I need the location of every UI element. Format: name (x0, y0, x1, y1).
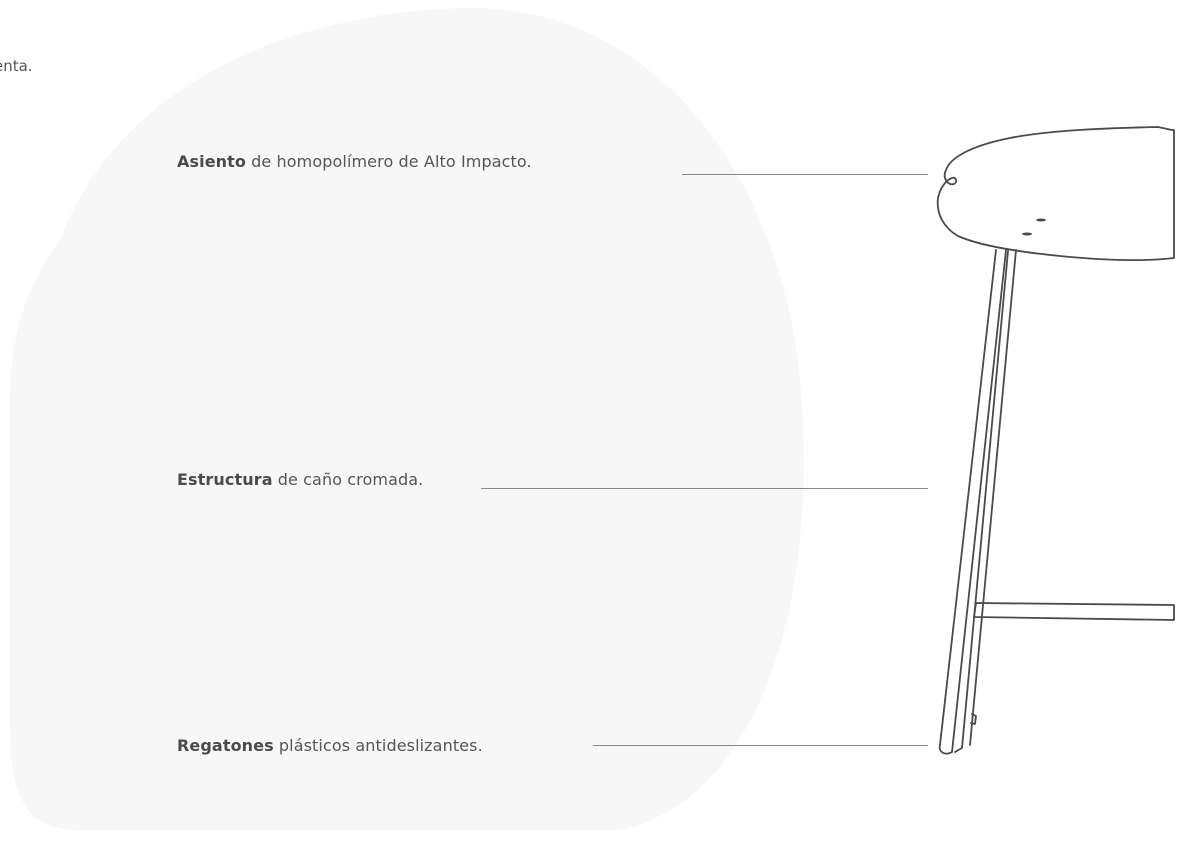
callout-structure-title: Estructura (177, 470, 273, 489)
feet-leader-line (593, 745, 928, 746)
seat-hole-upper (1036, 218, 1046, 222)
intro-text-fragment: enta. (0, 57, 33, 75)
callout-feet-title: Regatones (177, 736, 274, 755)
callout-feet: Regatones plásticos antideslizantes. (177, 736, 483, 755)
callout-structure-text: de caño cromada. (272, 470, 424, 489)
callout-seat-title: Asiento (177, 152, 246, 171)
stool-front-leg (938, 249, 1007, 755)
callout-seat: Asiento de homopolímero de Alto Impacto. (177, 152, 532, 171)
callout-feet-text: plásticos antideslizantes. (273, 736, 483, 755)
seat-leader-line (682, 174, 928, 175)
stool-leg-bolt (970, 713, 977, 725)
callout-structure: Estructura de caño cromada. (177, 470, 423, 489)
stool-rear-leg (954, 249, 1017, 753)
stool-footrest (973, 602, 1175, 621)
seat-hole-lower (1022, 232, 1032, 236)
callout-seat-text: de homopolímero de Alto Impacto. (245, 152, 532, 171)
structure-leader-line (481, 488, 928, 489)
stool-seat-outline (936, 126, 1175, 262)
